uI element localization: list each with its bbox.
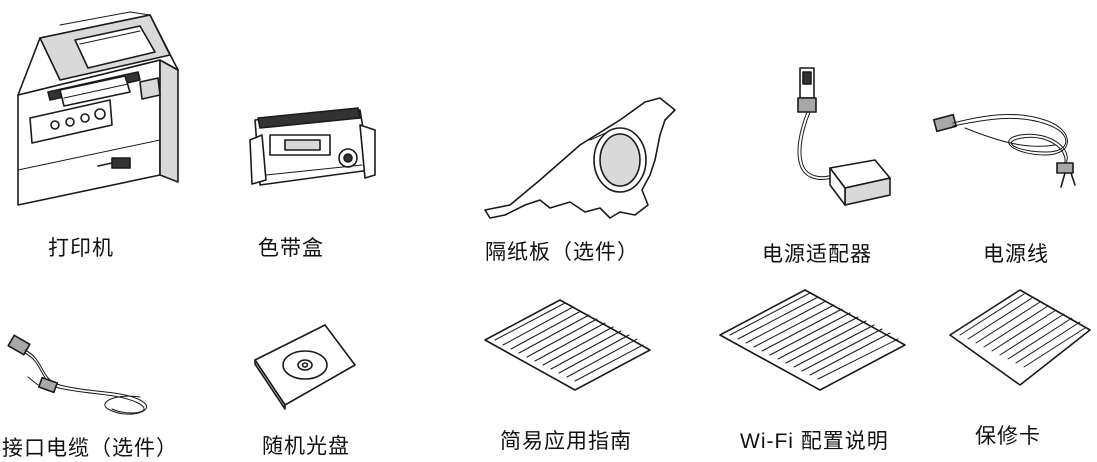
paper-separator-item: 隔纸板（选件） <box>470 90 730 280</box>
paper-separator-label: 隔纸板（选件） <box>485 240 639 264</box>
printer-label: 打印机 <box>48 236 114 260</box>
quick-guide-illustration <box>484 299 651 391</box>
wifi-config-item: Wi-Fi 配置说明 <box>705 285 925 462</box>
wifi-config-label: Wi-Fi 配置说明 <box>740 430 889 453</box>
power-cord-item: 电源线 <box>925 95 1097 275</box>
power-adapter-illustration <box>797 67 891 206</box>
ribbon-cartridge-illustration <box>249 107 376 186</box>
power-adapter-item: 电源适配器 <box>760 60 910 275</box>
power-cord-illustration <box>932 113 1076 188</box>
interface-cable-item: 接口电缆（选件） <box>0 325 230 462</box>
wifi-config-illustration <box>719 289 906 391</box>
cd-illustration <box>254 324 356 410</box>
warranty-card-item: 保修卡 <box>940 285 1097 462</box>
ribbon-cartridge-label: 色带盒 <box>258 236 324 260</box>
interface-cable-label: 接口电缆（选件） <box>2 436 178 460</box>
power-cord-label: 电源线 <box>983 242 1049 266</box>
interface-cable-illustration <box>7 334 148 415</box>
warranty-card-label: 保修卡 <box>975 424 1041 448</box>
quick-guide-label: 简易应用指南 <box>500 429 632 453</box>
cd-label: 随机光盘 <box>262 434 350 458</box>
ribbon-cartridge-item: 色带盒 <box>230 80 390 270</box>
paper-separator-illustration <box>484 97 676 219</box>
quick-guide-item: 简易应用指南 <box>465 295 685 462</box>
printer-illustration <box>17 11 179 206</box>
power-adapter-label: 电源适配器 <box>762 242 872 266</box>
cd-item: 随机光盘 <box>240 315 390 462</box>
printer-item: 打印机 <box>0 0 190 260</box>
warranty-card-illustration <box>949 289 1091 386</box>
